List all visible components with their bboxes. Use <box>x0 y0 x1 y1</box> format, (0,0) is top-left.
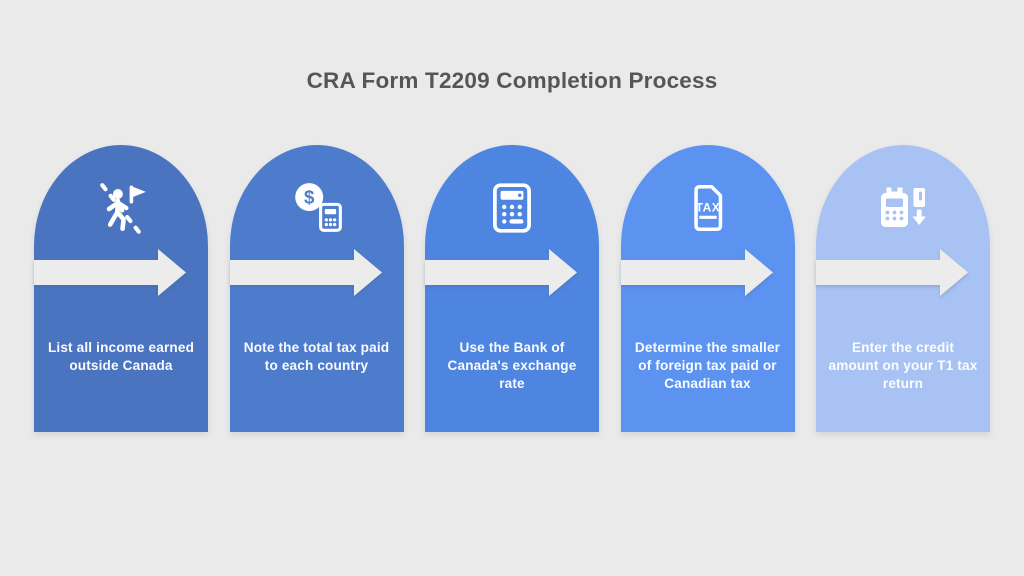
calculator-icon <box>425 180 599 236</box>
step-label: Note the total tax paid to each country <box>243 340 390 373</box>
step-card-4: TAX Determine the smaller of foreign tax… <box>620 145 795 432</box>
tax-glyph: TAX <box>695 201 719 215</box>
process-steps: List all income earned outside Canada $ … <box>34 145 990 432</box>
dollar-glyph: $ <box>304 186 315 207</box>
step-card-2: $ Note the total tax paid to each countr… <box>229 145 404 432</box>
arrow-right-icon <box>425 249 577 296</box>
step-card-1: List all income earned outside Canada <box>34 145 208 432</box>
payment-terminal-icon <box>816 180 990 236</box>
arrow-right-icon <box>816 249 968 296</box>
arrow-right-icon <box>620 249 773 296</box>
tax-document-icon: TAX <box>621 180 795 236</box>
route-flag-icon <box>34 180 208 236</box>
step-label: Enter the credit amount on your T1 tax r… <box>828 340 978 391</box>
arrow-right-icon <box>229 249 382 296</box>
coin-calculator-icon: $ <box>230 180 404 236</box>
step-label: Determine the smaller of foreign tax pai… <box>634 340 781 391</box>
step-card-3: Use the Bank of Canada's exchange rate <box>425 145 599 432</box>
step-card-5: Enter the credit amount on your T1 tax r… <box>816 145 990 432</box>
page-title: CRA Form T2209 Completion Process <box>306 68 718 93</box>
step-label: List all income earned outside Canada <box>47 340 195 373</box>
arrow-right-icon <box>34 249 186 296</box>
step-label: Use the Bank of Canada's exchange rate <box>447 340 577 391</box>
